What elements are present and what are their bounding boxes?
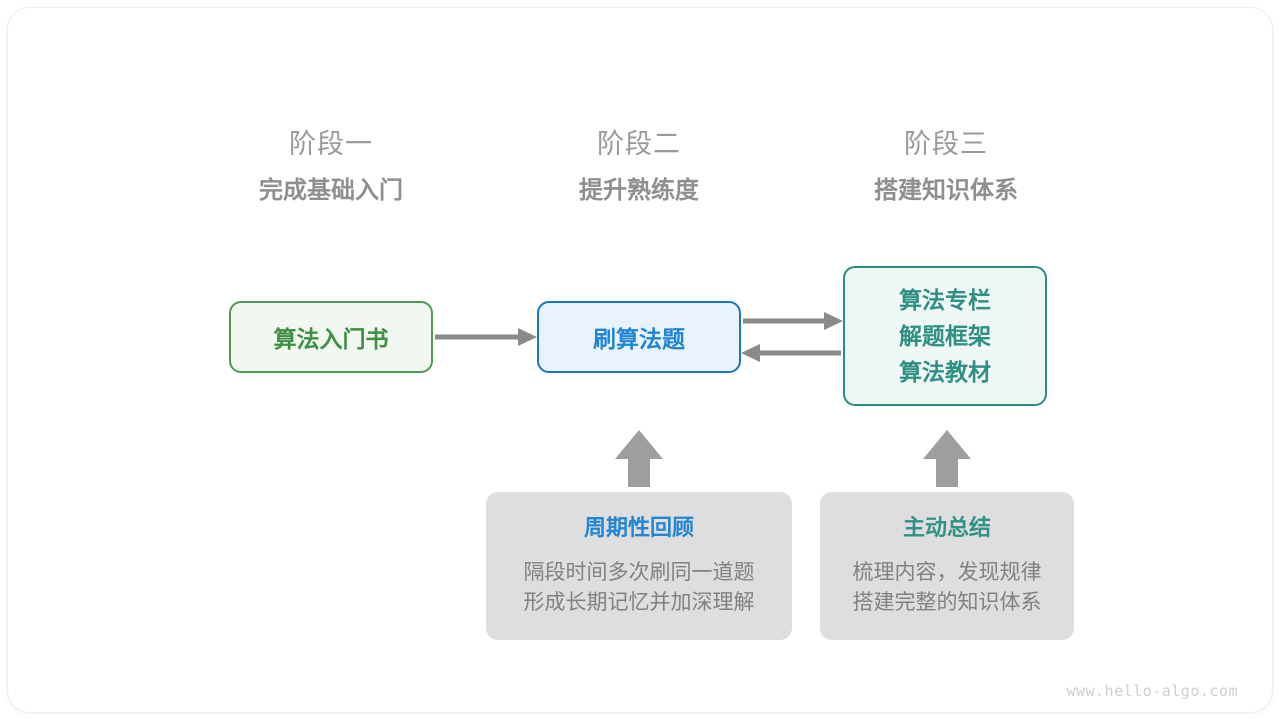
stage-title-2: 提升熟练度 — [579, 177, 699, 204]
stage-title-3: 搭建知识体系 — [874, 177, 1018, 204]
node-algorithm-book-label: 算法入门书 — [273, 326, 389, 352]
node-resources[interactable]: 算法专栏 解题框架 算法教材 — [843, 266, 1047, 406]
support-box-active-summary[interactable]: 主动总结 梳理内容，发现规律 搭建完整的知识体系 — [820, 492, 1074, 640]
support-desc-active-summary-line-2: 搭建完整的知识体系 — [852, 591, 1042, 614]
stage-number-3: 阶段三 — [904, 129, 988, 159]
stage-number-1: 阶段一 — [289, 129, 373, 159]
support-desc-periodic-review-line-1: 隔段时间多次刷同一道题 — [523, 561, 755, 584]
node-resources-line-1: 算法专栏 — [899, 287, 991, 313]
support-title-periodic-review: 周期性回顾 — [583, 515, 694, 540]
support-box-periodic-review[interactable]: 周期性回顾 隔段时间多次刷同一道题 形成长期记忆并加深理解 — [486, 492, 792, 640]
support-desc-periodic-review-line-2: 形成长期记忆并加深理解 — [523, 591, 755, 614]
stage-header-2: 阶段二 提升熟练度 — [509, 127, 769, 207]
node-practice-problems[interactable]: 刷算法题 — [537, 301, 741, 373]
node-resources-line-3: 算法教材 — [899, 359, 991, 385]
stage-number-2: 阶段二 — [597, 129, 681, 159]
support-desc-active-summary-line-1: 梳理内容，发现规律 — [852, 561, 1042, 584]
node-algorithm-book[interactable]: 算法入门书 — [229, 301, 433, 373]
stage-header-3: 阶段三 搭建知识体系 — [816, 127, 1076, 207]
support-title-active-summary: 主动总结 — [902, 515, 991, 540]
stage-title-1: 完成基础入门 — [259, 177, 403, 204]
node-practice-problems-label: 刷算法题 — [593, 326, 685, 352]
stage-header-1: 阶段一 完成基础入门 — [201, 127, 461, 207]
watermark: www.hello-algo.com — [1066, 682, 1238, 700]
node-resources-line-2: 解题框架 — [899, 323, 991, 349]
